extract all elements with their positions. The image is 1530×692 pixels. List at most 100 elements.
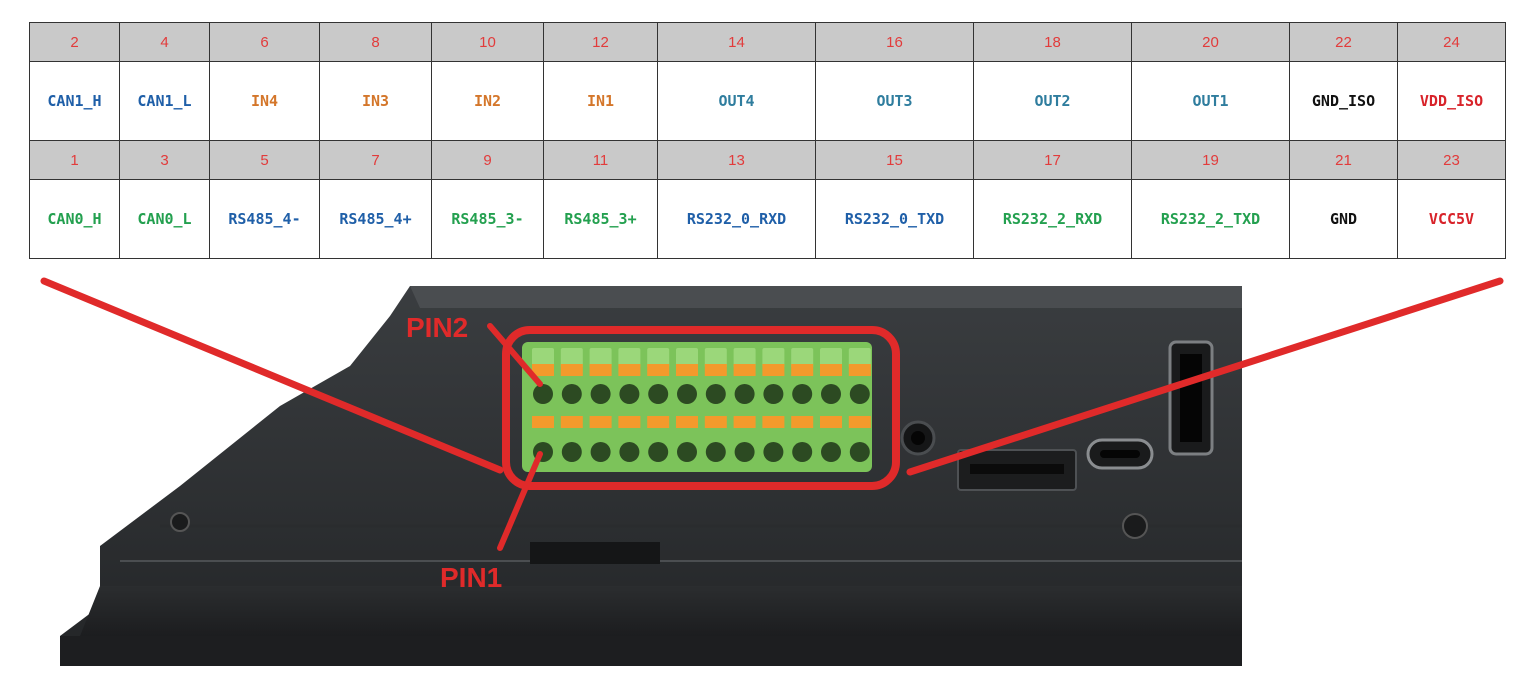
wire-hole (792, 442, 813, 462)
even-pin-number-row: 2 4 6 8 10 12 14 16 18 20 22 24 (29, 22, 1506, 62)
signal-label: OUT4 (657, 61, 816, 141)
wire-hole (705, 384, 726, 404)
wire-hole (792, 384, 813, 404)
push-lever (848, 416, 871, 428)
front-bezel (80, 586, 1242, 636)
pin-number: 5 (209, 140, 320, 180)
pin-number: 23 (1397, 140, 1506, 180)
wire-hole (561, 442, 582, 462)
wire-hole (590, 442, 611, 462)
push-lever (532, 416, 554, 428)
pin-number: 10 (431, 22, 544, 62)
pin-number: 9 (431, 140, 544, 180)
push-lever (589, 416, 612, 428)
signal-label: RS485_4- (209, 179, 320, 259)
pin-number: 24 (1397, 22, 1506, 62)
wire-hole (561, 384, 582, 404)
pin-number: 3 (119, 140, 210, 180)
wire-hole (734, 384, 755, 404)
signal-label: CAN1_L (119, 61, 210, 141)
pin1-label: PIN1 (440, 562, 503, 593)
pin-number: 19 (1131, 140, 1290, 180)
signal-label: RS485_4+ (319, 179, 432, 259)
clip-slot (530, 542, 660, 564)
device-illustration (60, 286, 1242, 666)
push-lever (762, 364, 785, 376)
pin-number: 4 (119, 22, 210, 62)
signal-label: IN4 (209, 61, 320, 141)
signal-label: RS485_3- (431, 179, 544, 259)
pin2-label: PIN2 (406, 312, 469, 343)
signal-label: GND_ISO (1289, 61, 1398, 141)
push-lever (762, 416, 785, 428)
wire-hole (821, 384, 841, 404)
pin-number: 1 (29, 140, 120, 180)
wire-hole (849, 442, 870, 462)
push-lever (704, 416, 727, 428)
push-lever (618, 416, 641, 428)
signal-label: RS485_3+ (543, 179, 658, 259)
housing-top-edge (410, 286, 1242, 308)
wire-hole (533, 442, 553, 462)
signal-label: RS232_0_RXD (657, 179, 816, 259)
signal-label: IN2 (431, 61, 544, 141)
wire-hole (734, 442, 755, 462)
pin-number: 18 (973, 22, 1132, 62)
pin-number: 14 (657, 22, 816, 62)
signal-label: CAN0_H (29, 179, 120, 259)
pin-number: 7 (319, 140, 432, 180)
push-lever (618, 364, 641, 376)
push-lever (560, 364, 583, 376)
signal-label: OUT3 (815, 61, 974, 141)
push-lever (704, 364, 727, 376)
wire-hole (849, 384, 870, 404)
pin-number: 20 (1131, 22, 1290, 62)
pin-number: 15 (815, 140, 974, 180)
screw-icon (170, 512, 190, 532)
pinout-table: 2 4 6 8 10 12 14 16 18 20 22 24 CAN1_H C… (29, 22, 1506, 259)
signal-label: VCC5V (1397, 179, 1506, 259)
push-lever (820, 364, 842, 376)
pin-number: 22 (1289, 22, 1398, 62)
bottom-lip (60, 636, 1242, 666)
device-side-view (60, 286, 1242, 666)
odd-pin-number-row: 1 3 5 7 9 11 13 15 17 19 21 23 (29, 140, 1506, 180)
push-lever (647, 416, 670, 428)
screw-icon (1122, 513, 1148, 539)
wire-hole (821, 442, 841, 462)
signal-label: VDD_ISO (1397, 61, 1506, 141)
signal-label: GND (1289, 179, 1398, 259)
push-lever (560, 416, 583, 428)
wire-hole (763, 442, 784, 462)
signal-label: RS232_2_RXD (973, 179, 1132, 259)
pin-number: 8 (319, 22, 432, 62)
wire-hole (648, 384, 669, 404)
wire-hole (677, 384, 697, 404)
push-lever (733, 416, 756, 428)
pin-number: 21 (1289, 140, 1398, 180)
odd-pin-signal-row: CAN0_H CAN0_L RS485_4- RS485_4+ RS485_3-… (29, 179, 1506, 259)
pin-number: 13 (657, 140, 816, 180)
wire-hole (619, 442, 640, 462)
push-lever (589, 364, 612, 376)
pin-number: 2 (29, 22, 120, 62)
signal-label: RS232_2_TXD (1131, 179, 1290, 259)
terminal-block (522, 342, 872, 472)
wire-hole (590, 384, 611, 404)
push-lever (532, 364, 554, 376)
push-lever (848, 364, 871, 376)
signal-label: IN1 (543, 61, 658, 141)
signal-label: CAN0_L (119, 179, 210, 259)
push-lever (791, 416, 814, 428)
push-lever (676, 416, 698, 428)
signal-label: CAN1_H (29, 61, 120, 141)
pin-number: 6 (209, 22, 320, 62)
push-lever (820, 416, 842, 428)
signal-label: RS232_0_TXD (815, 179, 974, 259)
even-pin-signal-row: CAN1_H CAN1_L IN4 IN3 IN2 IN1 OUT4 OUT3 … (29, 61, 1506, 141)
pin-number: 16 (815, 22, 974, 62)
wire-hole (677, 442, 697, 462)
signal-label: OUT2 (973, 61, 1132, 141)
push-lever (676, 364, 698, 376)
wire-hole (705, 442, 726, 462)
